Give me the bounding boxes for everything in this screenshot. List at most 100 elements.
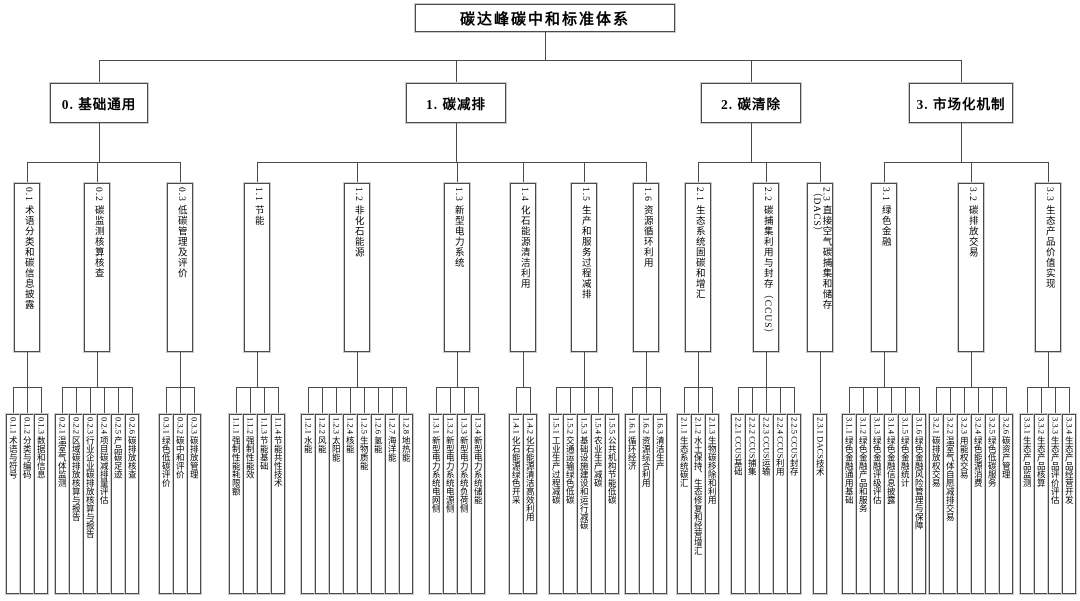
item-box: 1.6.3 清洁生产 — [652, 413, 668, 595]
connector-line — [884, 162, 1048, 163]
item-box: 0.2.4 项目碳减排量评估 — [96, 413, 112, 595]
connector-line — [523, 352, 524, 387]
connector-line — [766, 352, 767, 387]
connector-line — [884, 352, 885, 387]
connector-line — [41, 387, 42, 414]
connector-line — [556, 387, 557, 414]
connector-line — [660, 387, 661, 414]
item-box: 1.2.2 风能 — [314, 413, 330, 595]
item-box: 3.3.2 生态产品核算 — [1033, 413, 1049, 595]
connector-line — [766, 162, 767, 183]
connector-line — [820, 352, 821, 387]
item-box: 1.1.2 强制性能效 — [242, 413, 258, 595]
item-box: 1.2.3 太阳能 — [328, 413, 344, 595]
item-box: 1.3.3 新型电力系统负荷侧 — [456, 413, 472, 595]
connector-line — [250, 387, 251, 414]
item-box: 0.3.2 碳中和评价 — [172, 413, 188, 595]
section-box: 1.2 非化石能源 — [343, 182, 371, 353]
connector-line — [166, 387, 167, 414]
connector-line — [516, 387, 530, 388]
connector-line — [570, 387, 571, 414]
connector-line — [27, 162, 180, 163]
connector-line — [278, 387, 279, 414]
item-box: 3.1.5 绿色金融统计 — [897, 413, 913, 595]
connector-line — [308, 387, 309, 414]
item-box: 1.1.4 节能共性技术 — [270, 413, 286, 595]
connector-line — [27, 352, 28, 387]
item-box: 3.3.1 生态产品监测 — [1019, 413, 1035, 595]
item-box: 2.1.1 生态系统碳汇 — [676, 413, 692, 595]
item-box: 0.1.1 术语与符号 — [5, 413, 21, 595]
connector-line — [392, 387, 393, 414]
connector-line — [766, 387, 767, 414]
connector-line — [180, 352, 181, 387]
item-box: 3.2.3 用能权交易 — [956, 413, 972, 595]
section-box: 1.5 生产和服务过程减排 — [570, 182, 598, 353]
item-box: 1.4.2 化石能源清洁高效利用 — [522, 413, 538, 595]
connector-line — [936, 387, 937, 414]
connector-line — [877, 387, 878, 414]
connector-line — [436, 387, 437, 414]
section-box: 0.1 术语分类和碳信息披露 — [13, 182, 41, 353]
connector-line — [849, 387, 919, 388]
connector-line — [1048, 162, 1049, 183]
section-box: 3.1 绿色金融 — [870, 182, 898, 353]
connector-line — [584, 162, 585, 183]
item-box: 1.2.5 生物质能 — [356, 413, 372, 595]
item-box: 1.2.1 水能 — [300, 413, 316, 595]
connector-line — [646, 387, 647, 414]
item-box: 1.3.2 新型电力系统电源侧 — [442, 413, 458, 595]
connector-line — [478, 387, 479, 414]
connector-line — [1069, 387, 1070, 414]
connector-line — [336, 387, 337, 414]
item-box: 3.2.4 绿色能源消费 — [970, 413, 986, 595]
item-box: 2.3.1 DACS技术 — [812, 413, 828, 595]
connector-line — [1006, 387, 1007, 414]
connector-line — [992, 387, 993, 414]
item-box: 1.3.1 新型电力系统电网侧 — [428, 413, 444, 595]
connector-line — [378, 387, 379, 414]
item-box: 1.5.4 农业生产减碳 — [590, 413, 606, 595]
connector-line — [863, 387, 864, 414]
connector-line — [598, 387, 599, 414]
connector-line — [646, 162, 647, 183]
item-box: 1.3.4 新型电力系统储能 — [470, 413, 486, 595]
item-box: 0.2.6 碳排放核查 — [124, 413, 140, 595]
connector-line — [450, 387, 451, 414]
connector-line — [698, 162, 820, 163]
branch-header: 2. 碳清除 — [700, 82, 802, 124]
connector-line — [27, 162, 28, 183]
connector-line — [530, 387, 531, 414]
connector-line — [964, 387, 965, 414]
connector-line — [849, 387, 850, 414]
connector-line — [545, 32, 546, 60]
item-box: 1.4.1 化石能源绿色开采 — [508, 413, 524, 595]
connector-line — [132, 387, 133, 414]
connector-line — [584, 387, 585, 414]
connector-line — [322, 387, 323, 414]
connector-line — [13, 387, 14, 414]
connector-line — [194, 387, 195, 414]
connector-line — [950, 387, 951, 414]
connector-line — [1041, 387, 1042, 414]
connector-line — [257, 352, 258, 387]
connector-line — [1027, 387, 1069, 388]
item-box: 3.2.6 碳资产管理 — [998, 413, 1014, 595]
connector-line — [1027, 387, 1028, 414]
connector-line — [27, 387, 28, 414]
connector-line — [99, 60, 100, 83]
connector-line — [961, 60, 962, 83]
connector-line — [780, 387, 781, 414]
item-box: 0.2.5 产品碳足迹 — [110, 413, 126, 595]
connector-line — [698, 352, 699, 387]
connector-line — [698, 162, 699, 183]
item-box: 0.1.3 数据和信息 — [33, 413, 49, 595]
connector-line — [97, 352, 98, 387]
connector-line — [456, 60, 457, 83]
connector-line — [236, 387, 278, 388]
connector-line — [751, 123, 752, 162]
branch-header: 3. 市场化机制 — [908, 82, 1014, 124]
connector-line — [684, 387, 685, 414]
connector-line — [76, 387, 77, 414]
